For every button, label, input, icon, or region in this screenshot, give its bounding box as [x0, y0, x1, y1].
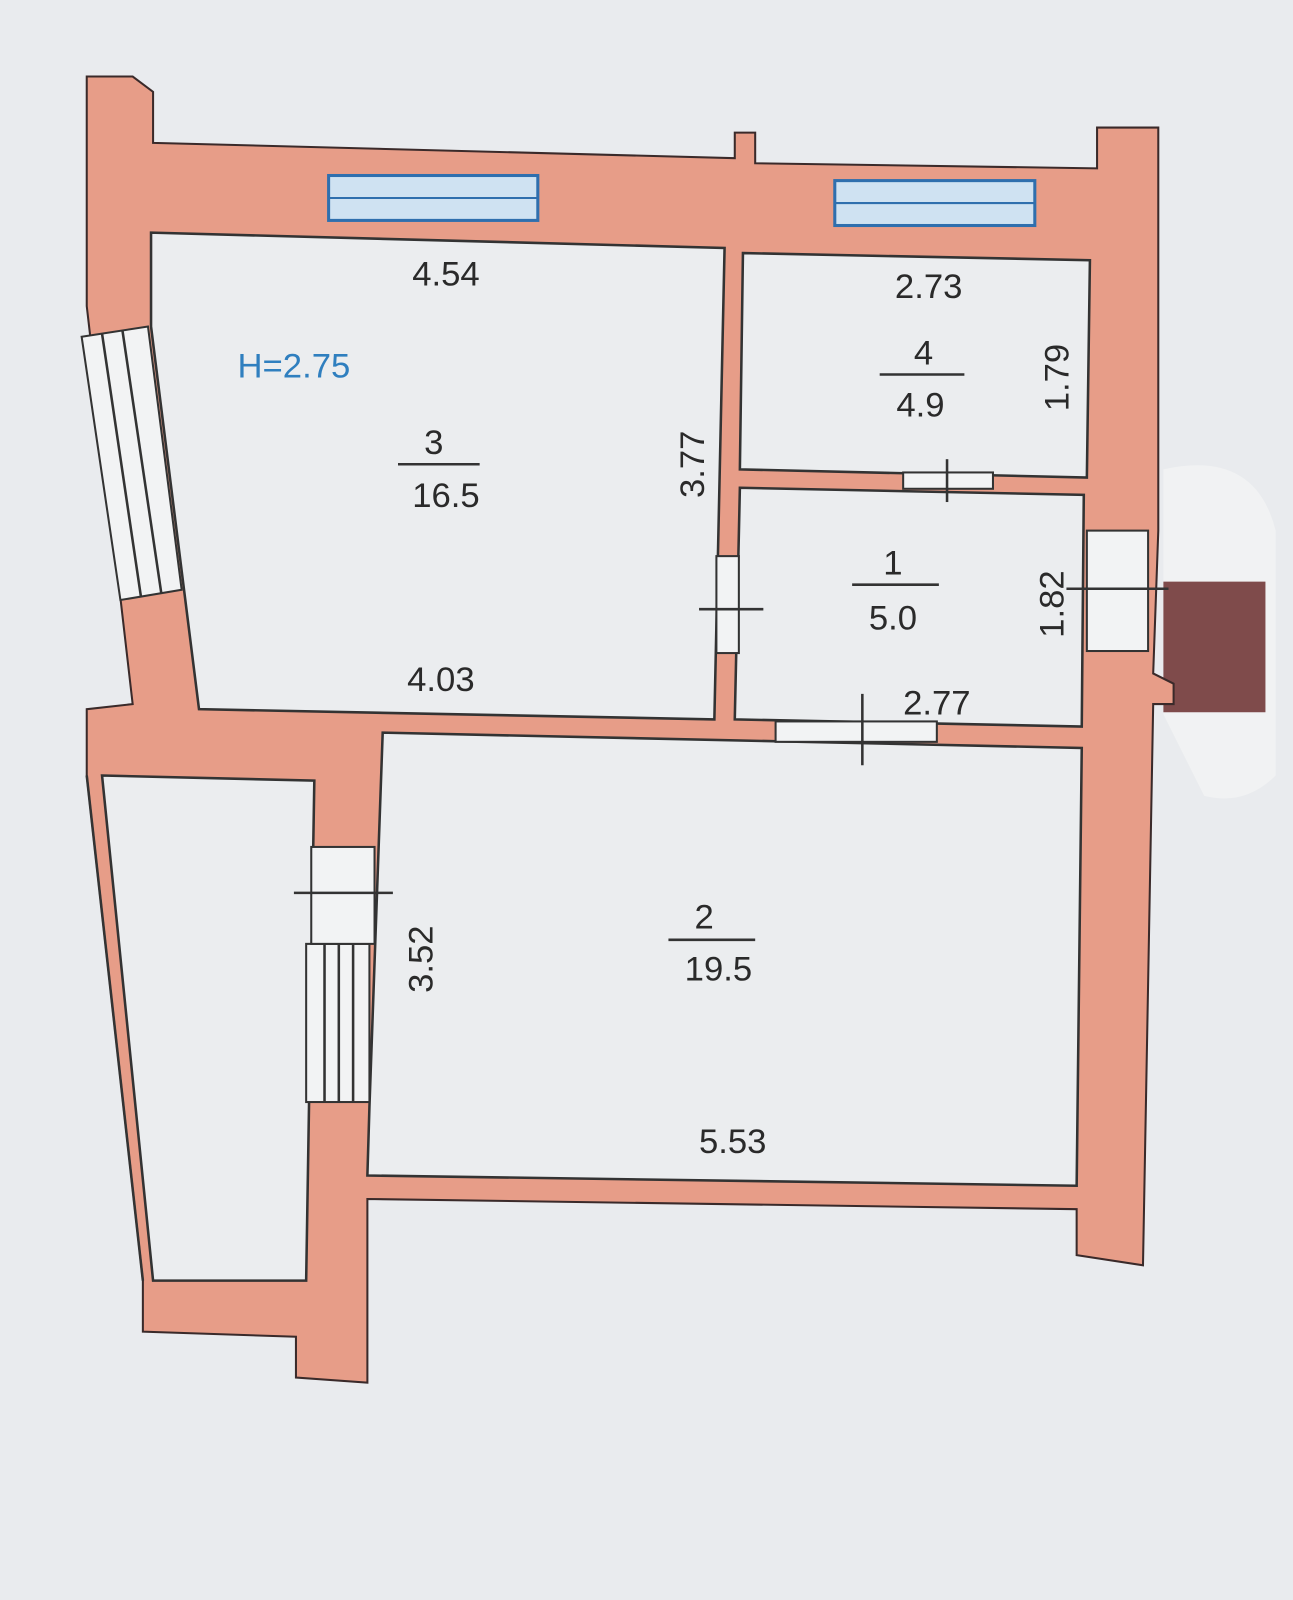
door-balcony: [293, 845, 393, 945]
ceiling-height: H=2.75: [237, 348, 350, 386]
room-3-dim-side: 3.77: [674, 431, 712, 499]
entrance-door: [1066, 529, 1169, 653]
room-1-dim-side: 1.82: [1033, 570, 1071, 638]
room-3-area: 16.5: [412, 477, 480, 515]
window-room-3: [80, 325, 183, 602]
room-4-dim-top: 2.73: [895, 268, 963, 306]
room-2-number: 2: [695, 899, 714, 937]
room-2-dim-bottom: 5.53: [699, 1123, 767, 1161]
room-3-dim-top: 4.54: [412, 256, 480, 294]
room-4-area: 4.9: [896, 386, 944, 424]
redacted-block: [1163, 581, 1266, 713]
radiator-icon: [833, 179, 1037, 228]
room-4: [738, 251, 1092, 479]
room-1-number: 1: [883, 544, 902, 582]
balcony-glazing: [85, 775, 145, 1281]
door-room-2: [774, 693, 938, 766]
room-4-dim-side: 1.79: [1038, 344, 1076, 412]
door-room-3: [699, 555, 764, 655]
room-3-dim-bottom: 4.03: [407, 661, 475, 699]
room-1-dim-bottom: 2.77: [903, 684, 971, 722]
door-room-4: [902, 459, 994, 503]
room-2-dim-side: 3.52: [403, 925, 441, 993]
radiator-icon: [327, 173, 540, 222]
room-3-number: 3: [424, 424, 443, 462]
room-2: [366, 731, 1084, 1188]
room-2-area: 19.5: [685, 951, 753, 989]
room-1-area: 5.0: [869, 600, 917, 638]
room-3: [149, 231, 726, 721]
room-4-number: 4: [914, 334, 933, 372]
balcony: [100, 774, 316, 1282]
